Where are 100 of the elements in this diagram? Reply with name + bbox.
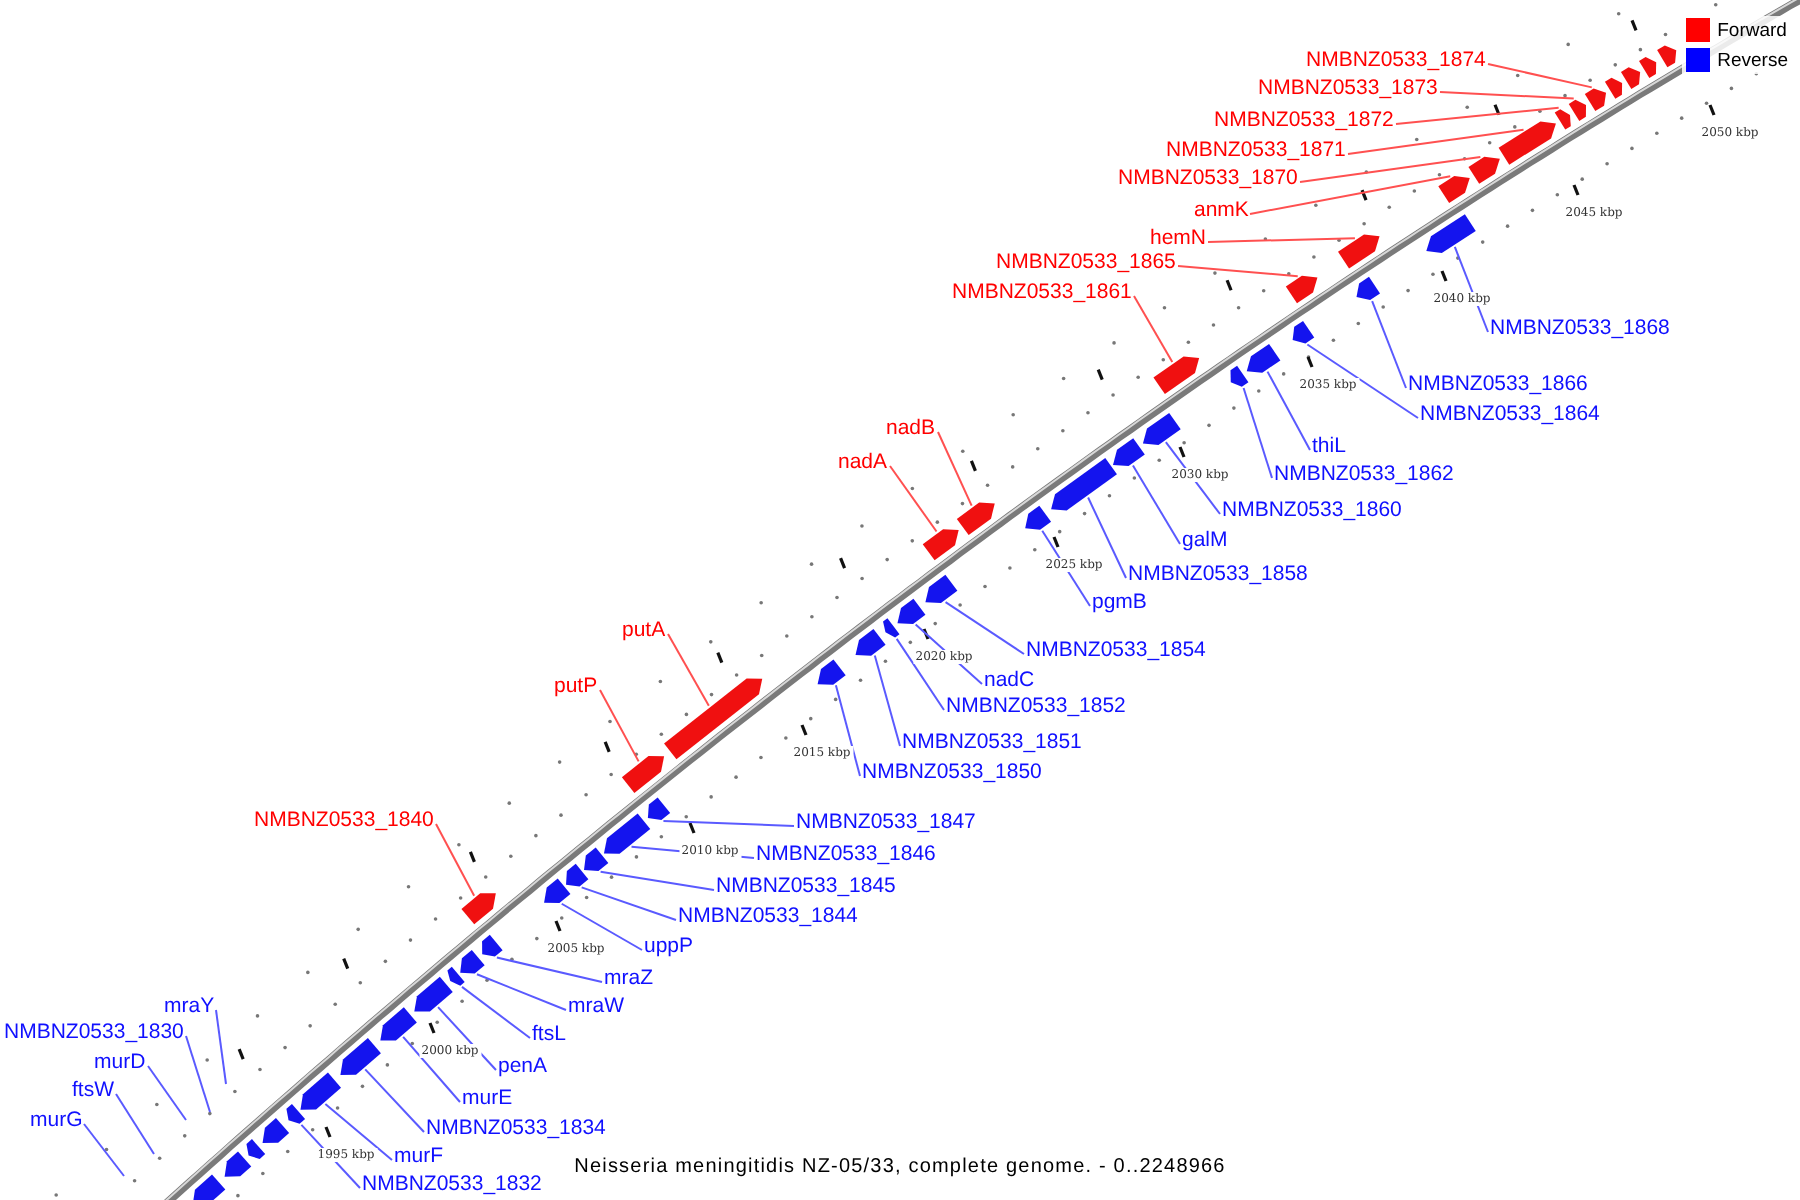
gene-block (1113, 438, 1145, 467)
gene-block (855, 628, 886, 656)
gene-block (925, 574, 958, 603)
gene-block (544, 878, 571, 903)
leader-line (83, 1123, 125, 1177)
leader-line (435, 823, 476, 897)
gene-label: mraW (568, 994, 624, 1018)
gene-label: NMBNZ0533_1870 (1118, 166, 1298, 190)
gene-block (1468, 156, 1500, 184)
leader-line (834, 684, 861, 777)
gene-label: NMBNZ0533_1860 (1222, 498, 1402, 522)
leader-line (115, 1093, 155, 1155)
gene-label: hemN (1150, 226, 1207, 250)
gene-block (224, 1151, 252, 1177)
gene-label: anmK (1194, 198, 1249, 222)
leader-line (599, 689, 640, 763)
leader-line (1087, 496, 1127, 579)
gene-block (1292, 320, 1315, 344)
gene-block (1498, 121, 1556, 165)
gene-label: NMBNZ0533_1874 (1306, 48, 1486, 72)
gene-label: NMBNZ0533_1858 (1128, 562, 1308, 586)
gene-label: mraZ (604, 966, 653, 990)
gene-label: murF (394, 1144, 443, 1168)
leader-line (1177, 265, 1299, 278)
leader-line (667, 633, 710, 707)
leader-line (1266, 370, 1311, 451)
leader-line (475, 973, 567, 1011)
legend-label: Forward (1717, 19, 1788, 41)
gene-label: uppP (644, 934, 694, 958)
leader-line (1207, 237, 1356, 243)
gene-label: penA (498, 1054, 548, 1078)
gene-block (664, 678, 763, 760)
gene-block (647, 797, 671, 821)
gene-block (1426, 214, 1476, 253)
gene-label: NMBNZ0533_1832 (362, 1172, 542, 1196)
leader-line (147, 1065, 187, 1121)
gene-label: NMBNZ0533_1834 (426, 1116, 606, 1140)
leader-line (324, 1103, 393, 1161)
gene-label: murG (30, 1108, 83, 1132)
leader-line (1249, 175, 1452, 215)
gene-block (566, 863, 589, 887)
gene-label: mraY (164, 994, 215, 1018)
leader-line (185, 1035, 211, 1113)
gene-label: ftsL (532, 1022, 566, 1046)
leader-line (364, 1068, 425, 1133)
gene-block (1639, 57, 1657, 79)
gene-block (482, 934, 503, 957)
gene-block (340, 1038, 381, 1075)
gene-label: NMBNZ0533_1846 (756, 842, 936, 866)
caption: Neisseria meningitidis NZ-05/33, complete genome. - 0..2248966 (574, 1156, 1226, 1178)
gene-block (461, 893, 496, 925)
gene-label: NMBNZ0533_1868 (1490, 316, 1670, 340)
leader-line (662, 819, 795, 827)
leader-line (1299, 155, 1482, 183)
gene-label: NMBNZ0533_1871 (1166, 138, 1346, 162)
leader-line (1371, 300, 1407, 389)
gene-block (1620, 67, 1641, 89)
gene-block (584, 847, 609, 872)
gene-block (1554, 109, 1571, 130)
gene-block (922, 529, 959, 561)
gene-label: NMBNZ0533_1872 (1214, 108, 1394, 132)
gene-block (1051, 458, 1117, 511)
gene-block (1338, 234, 1380, 269)
gene-block (883, 618, 900, 638)
gene-block (380, 1007, 417, 1041)
leader-line (937, 431, 973, 507)
gene-block (460, 949, 485, 974)
gene-block (286, 1104, 306, 1124)
gene-label: NMBNZ0533_1852 (946, 694, 1126, 718)
gene-block (1025, 505, 1052, 530)
legend-label: Reverse (1717, 49, 1788, 71)
gene-block (262, 1118, 290, 1144)
gene-label: murD (94, 1050, 146, 1074)
leader-line (1131, 464, 1181, 545)
gene-label: ftsW (72, 1078, 114, 1102)
gene-label: NMBNZ0533_1850 (862, 760, 1042, 784)
gene-label: NMBNZ0533_1864 (1420, 402, 1600, 426)
gene-block (414, 976, 453, 1012)
gene-label: NMBNZ0533_1851 (902, 730, 1082, 754)
leader-line (495, 956, 603, 983)
gene-block (1246, 343, 1281, 373)
gene-label: NMBNZ0533_1840 (254, 808, 434, 832)
leader-line (461, 985, 531, 1039)
leader-line (437, 1006, 497, 1071)
gene-label: galM (1182, 528, 1228, 552)
gene-block (1438, 176, 1470, 203)
leader-line (873, 654, 901, 747)
gene-block (1142, 412, 1181, 445)
leader-line (1487, 63, 1593, 89)
leader-line (895, 637, 945, 711)
gene-block (621, 756, 665, 793)
gene-label: NMBNZ0533_1830 (4, 1020, 184, 1044)
gene-block (956, 502, 995, 536)
gene-block (1153, 356, 1200, 394)
leader-line (1453, 245, 1489, 333)
leader-line (1164, 441, 1221, 515)
gene-block (246, 1139, 266, 1159)
leader-line (1347, 128, 1525, 155)
gene-label: NMBNZ0533_1845 (716, 874, 896, 898)
gene-block (817, 659, 846, 685)
